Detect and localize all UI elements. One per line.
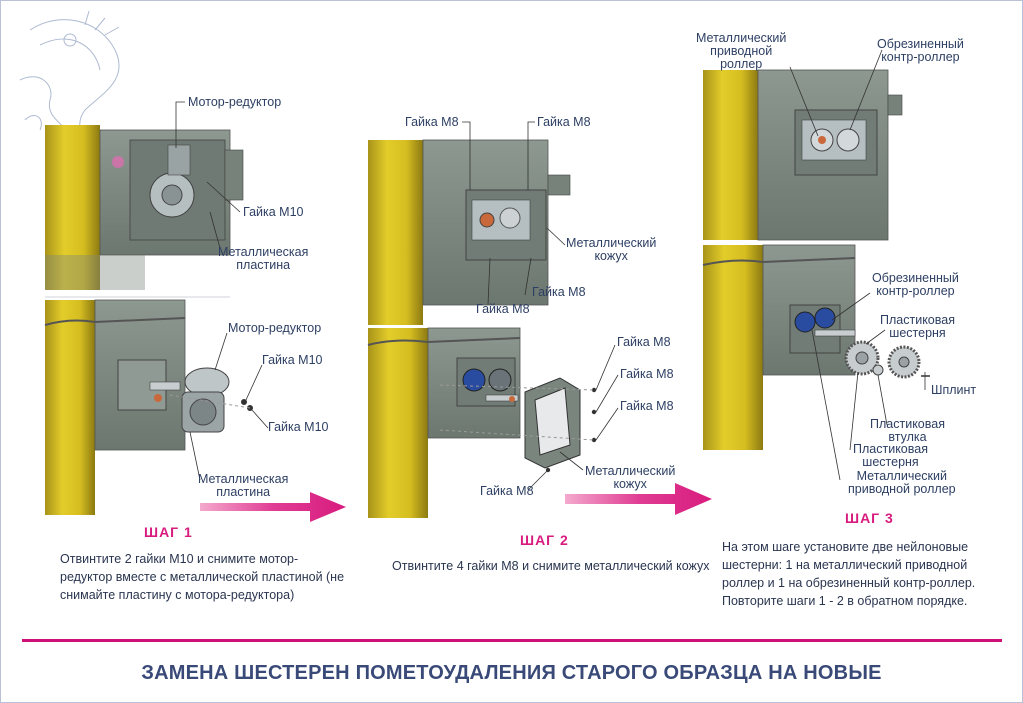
divider-line: [22, 639, 1002, 642]
step3-bottom-image: [702, 244, 930, 450]
label-nut-m8-right: Гайка М8: [532, 285, 586, 299]
label-nut-m10-top: Гайка М10: [243, 205, 304, 219]
arrow-step2-to-step3: [565, 483, 712, 515]
step2-description: Отвинтите 4 гайки М8 и снимите металличе…: [392, 559, 710, 573]
label-nut-m10-a: Гайка М10: [262, 353, 323, 367]
label-nut-m8-exploded-4: Гайка М8: [480, 484, 534, 498]
step1-description: Отвинтите 2 гайки М10 и снимите мотор-ре…: [60, 552, 345, 602]
plastic-gear-small: [887, 345, 921, 379]
label-nut-m8-exploded-2: Гайка М8: [620, 367, 674, 381]
label-plastic-gear-a: Пластиковая шестерня: [880, 313, 955, 340]
label-motor-reducer-top: Мотор-редуктор: [188, 95, 282, 109]
metal-casing: [524, 377, 581, 469]
step3-heading: ШАГ 3: [845, 510, 894, 526]
label-nut-m8-top-left: Гайка М8: [405, 115, 459, 129]
label-metal-casing-top: Металлический кожух: [566, 236, 657, 263]
step1-bottom-image: [44, 299, 253, 515]
plastic-gear-large: [844, 340, 880, 376]
label-counter-roller-top: Обрезиненный контр-роллер: [877, 37, 964, 64]
label-metal-plate-bottom: Металлическая пластина: [198, 472, 289, 499]
step1-top-image: [45, 125, 244, 290]
label-drive-roller-top: Металлический приводной роллер: [696, 31, 787, 71]
label-metal-plate-top: Металлическая пластина: [218, 245, 309, 272]
step2-bottom-image: [367, 327, 597, 518]
plastic-bushing: [872, 364, 884, 376]
label-plastic-gear-b: Пластиковая шестерня: [853, 442, 928, 469]
label-motor-reducer-bottom: Мотор-редуктор: [228, 321, 322, 335]
step3-top-image: [703, 69, 903, 241]
step3-description: На этом шаге установите две нейлоновые ш…: [722, 540, 976, 608]
label-drive-roller-bottom: Металлический приводной роллер: [848, 469, 956, 496]
label-nut-m8-exploded-1: Гайка М8: [617, 335, 671, 349]
step2-heading: ШАГ 2: [520, 532, 569, 548]
label-nut-m10-b: Гайка М10: [268, 420, 329, 434]
step2-top-image: [368, 139, 571, 325]
label-nut-m8-bottom: Гайка М8: [476, 302, 530, 316]
step1-heading: ШАГ 1: [144, 524, 193, 540]
label-cotter-pin: Шплинт: [931, 383, 977, 397]
motor-reducer: [181, 367, 230, 433]
leader-lines: [175, 49, 926, 491]
label-plastic-bushing: Пластиковая втулка: [870, 417, 945, 444]
label-metal-casing-bottom: Металлический кожух: [585, 464, 676, 491]
arrow-step1-to-step2: [200, 492, 346, 522]
label-counter-roller-bottom: Обрезиненный контр-роллер: [872, 271, 959, 298]
page-title: ЗАМЕНА ШЕСТЕРЕН ПОМЕТОУДАЛЕНИЯ СТАРОГО О…: [141, 662, 882, 684]
label-nut-m8-exploded-3: Гайка М8: [620, 399, 674, 413]
label-nut-m8-top-right: Гайка М8: [537, 115, 591, 129]
